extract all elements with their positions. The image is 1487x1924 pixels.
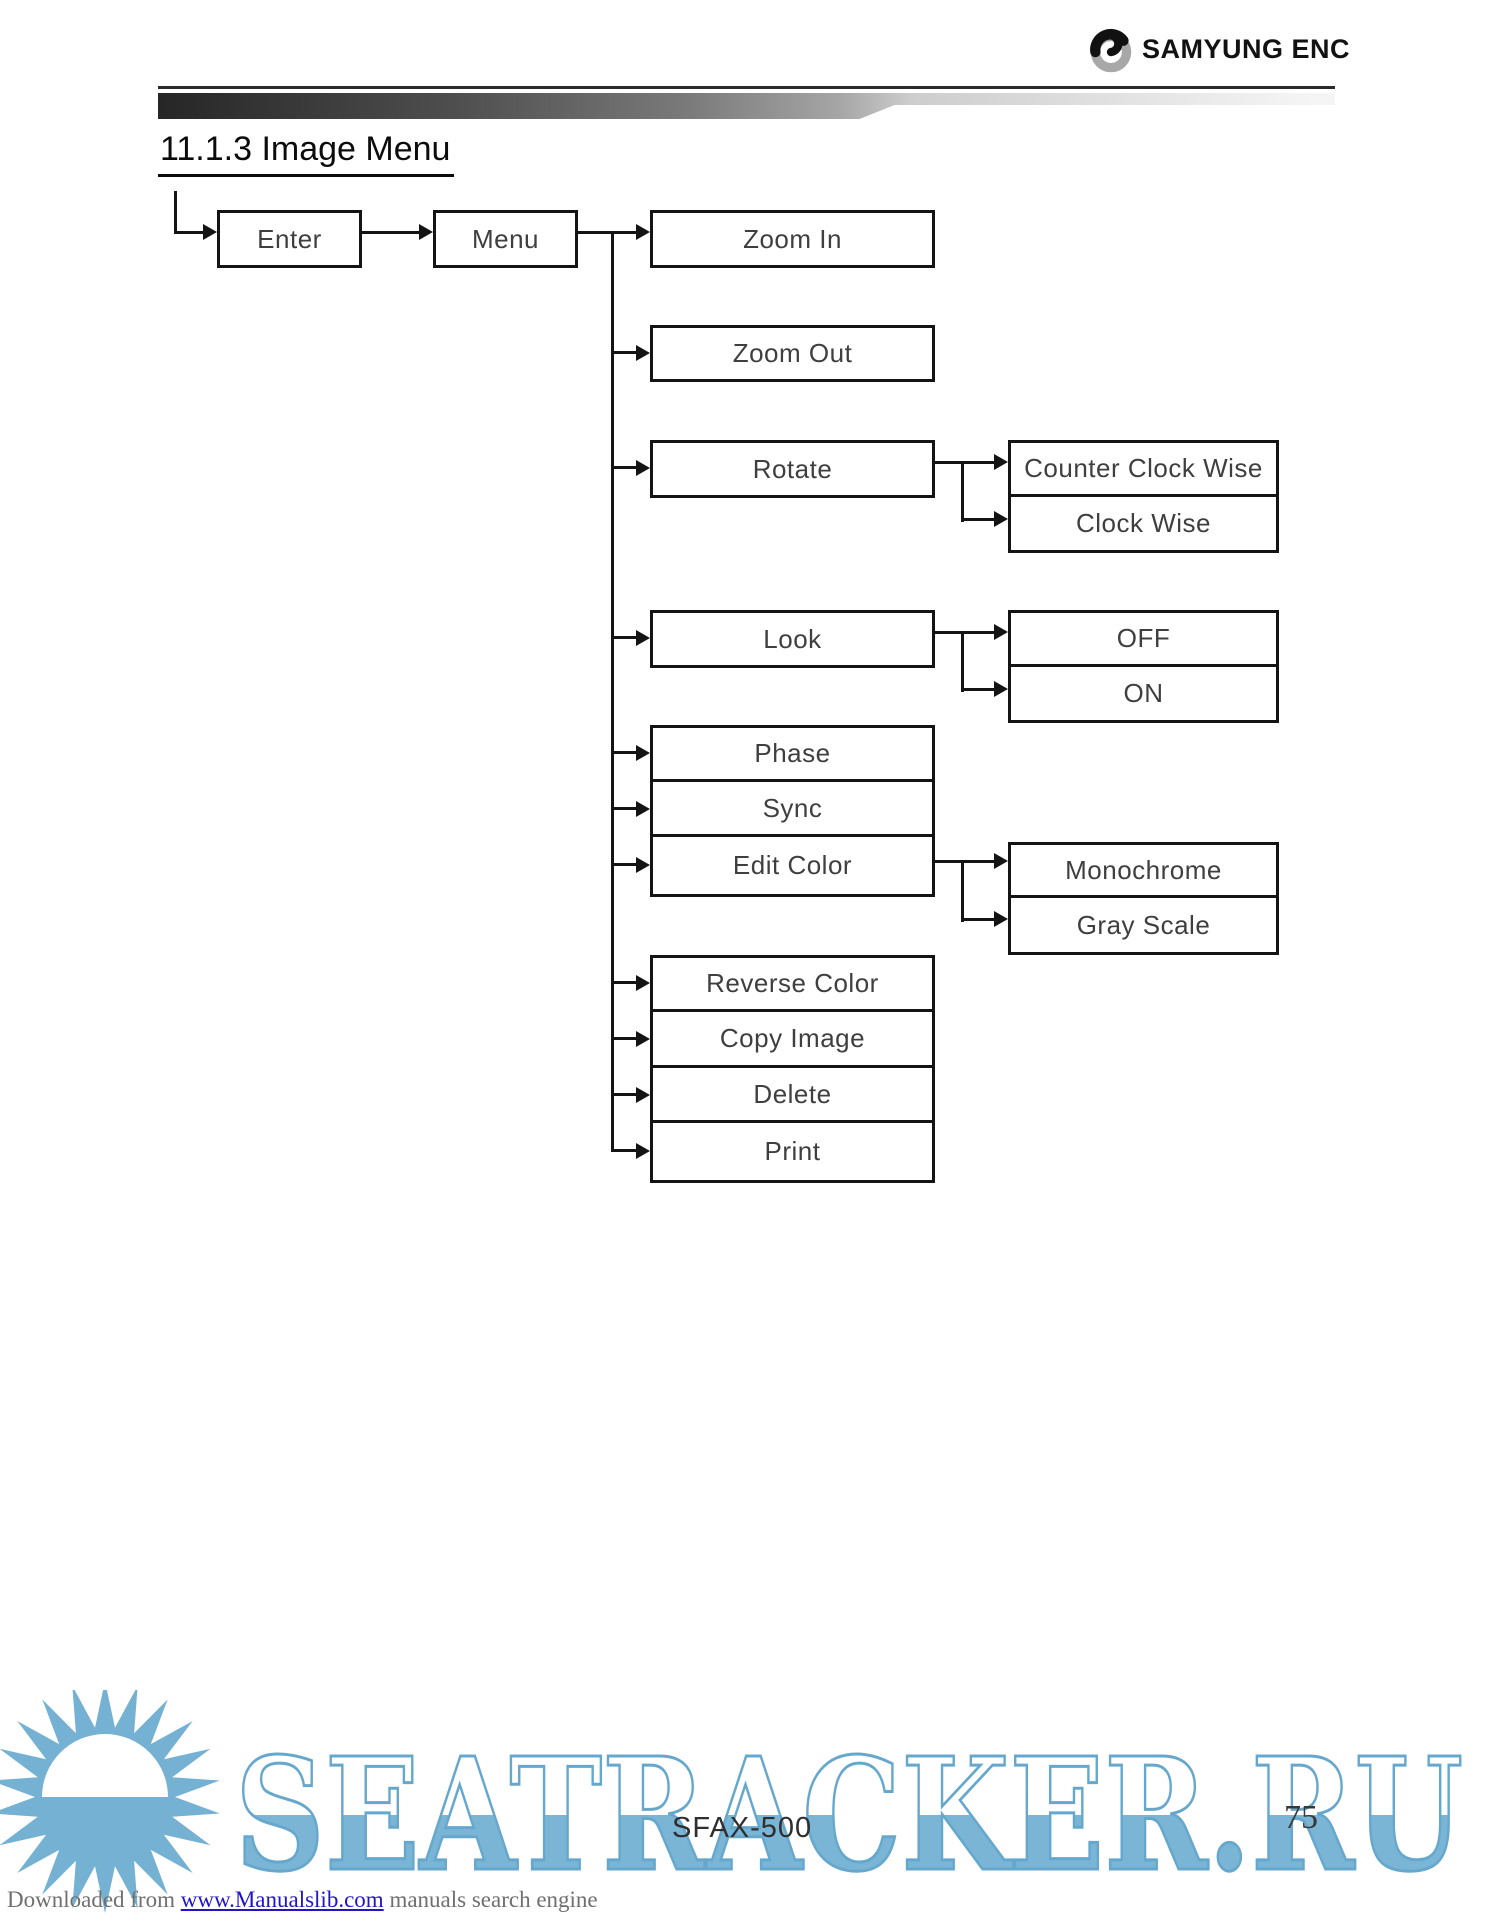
- flow-label: Copy Image: [719, 1023, 866, 1053]
- watermark-text: SEATRACKER.RU: [235, 1723, 1463, 1906]
- flow-box-gray-scale: Gray Scale: [1008, 895, 1279, 955]
- connector-line: [611, 1037, 637, 1040]
- connector-line: [362, 231, 422, 234]
- arrow-icon: [636, 345, 650, 361]
- connector-line: [935, 461, 994, 464]
- flow-label: ON: [1123, 678, 1164, 708]
- arrow-icon: [994, 681, 1008, 697]
- connector-line: [935, 860, 994, 863]
- seatracker-watermark: SEATRACKER.RU: [0, 1690, 1465, 1913]
- flow-label: Reverse Color: [706, 968, 879, 998]
- connector-line: [961, 461, 964, 522]
- flow-label: Zoom Out: [732, 338, 853, 368]
- connector-line: [611, 466, 637, 469]
- flow-box-off: OFF: [1008, 610, 1279, 667]
- sun-icon: [0, 1690, 220, 1913]
- arrow-icon: [636, 224, 650, 240]
- connector-line: [611, 863, 637, 866]
- arrow-icon: [636, 801, 650, 817]
- flow-box-rotate: Rotate: [650, 440, 935, 498]
- header-gradient-bar: [158, 93, 1335, 119]
- flow-box-delete: Delete: [650, 1065, 935, 1123]
- model-number: SFAX-500: [672, 1812, 813, 1844]
- arrow-icon: [636, 1087, 650, 1103]
- header-rule: [158, 86, 1335, 89]
- arrow-icon: [994, 853, 1008, 869]
- download-note: Downloaded from www.Manualslib.com manua…: [7, 1887, 598, 1913]
- connector-line: [961, 860, 964, 922]
- sun-dome: [42, 1734, 168, 1797]
- flow-box-copy-image: Copy Image: [650, 1009, 935, 1068]
- arrow-icon: [636, 745, 650, 761]
- arrow-icon: [636, 1143, 650, 1159]
- flow-box-print: Print: [650, 1120, 935, 1183]
- arrow-icon: [636, 1031, 650, 1047]
- flow-box-on: ON: [1008, 664, 1279, 723]
- flow-label: Rotate: [752, 453, 833, 484]
- flow-box-edit-color: Edit Color: [650, 834, 935, 897]
- section-title: 11.1.3 Image Menu: [158, 130, 455, 177]
- connector-line: [611, 351, 637, 354]
- flow-box-phase: Phase: [650, 725, 935, 782]
- flow-label: Look: [763, 623, 822, 654]
- connector-line: [611, 807, 637, 810]
- flow-label: Counter Clock Wise: [1024, 453, 1263, 483]
- arrow-icon: [419, 224, 433, 240]
- arrow-icon: [636, 975, 650, 991]
- flow-label: Edit Color: [732, 850, 853, 880]
- connector-line: [611, 981, 637, 984]
- connector-line: [961, 631, 964, 692]
- arrow-icon: [203, 224, 217, 240]
- flow-label: Menu: [471, 223, 540, 254]
- connector-line: [578, 231, 640, 234]
- flow-label: OFF: [1116, 623, 1171, 653]
- flow-box-monochrome: Monochrome: [1008, 842, 1279, 898]
- flow-label: Phase: [754, 738, 831, 768]
- connector-line: [963, 518, 994, 521]
- arrow-icon: [994, 911, 1008, 927]
- flow-box-clock-wise: Clock Wise: [1008, 494, 1279, 553]
- arrow-icon: [636, 460, 650, 476]
- flow-label: Sync: [762, 792, 823, 823]
- flow-label: Gray Scale: [1076, 909, 1211, 940]
- connector-line: [611, 1149, 637, 1152]
- connector-line: [963, 688, 994, 691]
- samyung-logo-text: SAMYUNG ENC: [1142, 34, 1351, 64]
- arrow-icon: [994, 624, 1008, 640]
- flow-label: Print: [764, 1136, 821, 1166]
- flow-box-counter-clock-wise: Counter Clock Wise: [1008, 440, 1279, 497]
- connector-line: [174, 191, 177, 234]
- arrow-icon: [994, 511, 1008, 527]
- flow-label: Clock Wise: [1075, 508, 1211, 538]
- flow-box-zoom-out: Zoom Out: [650, 325, 935, 382]
- flow-label: Delete: [753, 1078, 832, 1109]
- arrow-icon: [636, 857, 650, 873]
- connector-line: [611, 1093, 637, 1096]
- flow-label: Monochrome: [1065, 854, 1222, 885]
- flow-box-menu: Menu: [433, 210, 578, 268]
- arrow-icon: [994, 454, 1008, 470]
- samyung-logo: SAMYUNG ENC: [1086, 22, 1350, 78]
- connector-line: [935, 631, 994, 634]
- trunk-line: [611, 231, 614, 1152]
- connector-line: [963, 918, 994, 921]
- arrow-icon: [636, 630, 650, 646]
- page-number: 75: [1284, 1799, 1318, 1836]
- flow-label: Enter: [257, 223, 322, 254]
- manualslib-link[interactable]: www.Manualslib.com: [180, 1887, 384, 1912]
- connector-line: [174, 231, 206, 234]
- connector-line: [611, 636, 637, 639]
- connector-line: [611, 751, 637, 754]
- download-note-prefix: Downloaded from: [7, 1887, 181, 1912]
- samyung-swirl-icon: [1090, 29, 1132, 73]
- flow-box-sync: Sync: [650, 779, 935, 837]
- flow-box-enter: Enter: [217, 210, 362, 268]
- flow-box-reverse-color: Reverse Color: [650, 955, 935, 1012]
- flow-box-look: Look: [650, 610, 935, 668]
- flow-box-zoom-in: Zoom In: [650, 210, 935, 268]
- flow-label: Zoom In: [743, 223, 842, 254]
- download-note-suffix: manuals search engine: [383, 1887, 598, 1912]
